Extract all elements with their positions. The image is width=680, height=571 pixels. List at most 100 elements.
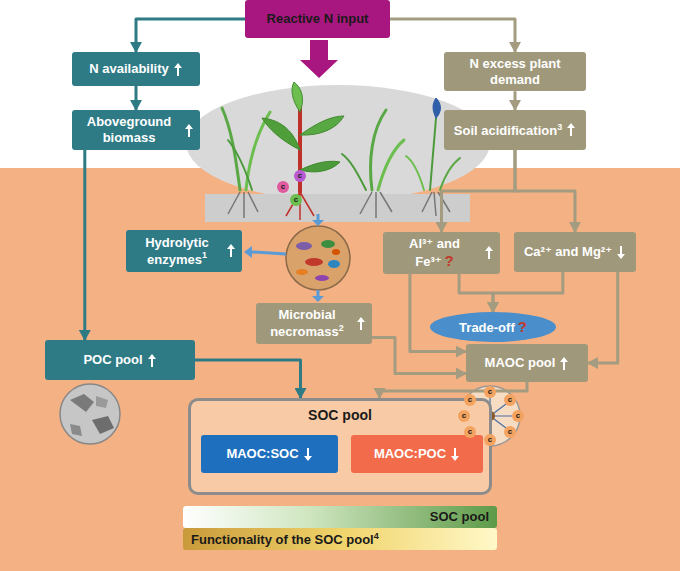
plant-figure-part bbox=[228, 140, 252, 190]
carbon-dot: c bbox=[504, 394, 516, 406]
increase-arrow bbox=[559, 356, 569, 371]
poc-picture-part bbox=[96, 396, 108, 408]
flow-connector bbox=[390, 19, 515, 52]
node-text: Hydrolytic enzymes bbox=[145, 235, 209, 267]
flow-connector bbox=[442, 150, 516, 232]
microbe-arrows-part bbox=[244, 246, 252, 258]
flow-connector bbox=[515, 150, 575, 232]
plant-figure-part bbox=[300, 116, 344, 135]
carbon-dot: c bbox=[484, 386, 496, 398]
decrease-arrow bbox=[616, 245, 626, 260]
microbe-cluster-part bbox=[332, 249, 340, 255]
increase-arrow bbox=[184, 123, 194, 138]
node-text: N excess plant demand bbox=[469, 56, 560, 87]
root-lines-part bbox=[228, 192, 258, 218]
carbon-dot: c bbox=[294, 170, 306, 182]
microbe-cluster-part bbox=[328, 260, 340, 268]
process-box: Al³⁺ and Fe³⁺? bbox=[383, 232, 500, 274]
question-mark: ? bbox=[445, 252, 454, 269]
carbon-dot: c bbox=[464, 426, 476, 438]
footnote-number: 2 bbox=[339, 323, 344, 333]
decrease-arrow bbox=[303, 447, 313, 462]
root-lines bbox=[228, 192, 450, 220]
carbon-dot: c bbox=[484, 434, 496, 446]
plant-figure-part bbox=[440, 158, 460, 190]
gradient-band: Functionality of the SOC pool4 bbox=[183, 528, 497, 550]
carbon-dot: c bbox=[504, 426, 516, 438]
arrow-glyph bbox=[451, 448, 459, 461]
plant-figure-part bbox=[222, 108, 240, 190]
input-box: Reactive N input bbox=[245, 0, 390, 38]
microbe-cluster bbox=[286, 226, 350, 290]
microbe-arrows-part bbox=[252, 252, 286, 254]
poc-picture bbox=[60, 384, 120, 444]
arrow-glyph bbox=[567, 123, 575, 136]
microbe-cluster-part bbox=[321, 240, 335, 248]
node-text: MAOC:POC bbox=[374, 446, 446, 461]
increase-arrow bbox=[173, 62, 183, 77]
plant-figure-part bbox=[433, 98, 441, 118]
arrow-glyph bbox=[304, 448, 312, 461]
poc-picture-part bbox=[92, 416, 114, 434]
process-box: N availability bbox=[72, 52, 200, 86]
poc-picture-part bbox=[70, 394, 94, 412]
node-text: Ca²⁺ and Mg²⁺ bbox=[524, 244, 612, 259]
flow-connector bbox=[136, 19, 245, 52]
soc-box: SOC poolMAOC:SOCMAOC:POC bbox=[188, 398, 492, 495]
carbon-dot: c bbox=[512, 410, 524, 422]
node-text: SOC pool bbox=[430, 509, 489, 524]
carbon-dot: c bbox=[458, 410, 470, 422]
flow-connector bbox=[459, 274, 493, 312]
arrow-glyph bbox=[148, 354, 156, 367]
increase-arrow bbox=[356, 316, 366, 331]
pool-box: POC pool bbox=[45, 340, 195, 380]
flow-connector bbox=[588, 272, 618, 363]
arrow-glyph bbox=[485, 246, 493, 259]
pool-box: MAOC pool bbox=[466, 344, 588, 382]
root-lines-part bbox=[422, 192, 450, 216]
arrow-glyph bbox=[617, 246, 625, 259]
microbe-cluster-part bbox=[296, 242, 312, 250]
increase-arrow bbox=[484, 245, 494, 260]
question-mark: ? bbox=[518, 318, 527, 335]
plant-figure-part bbox=[406, 156, 424, 190]
increase-arrow bbox=[147, 353, 157, 368]
node-text: MAOC pool bbox=[485, 355, 556, 370]
increase-arrow bbox=[226, 243, 236, 258]
plant-figure bbox=[222, 82, 460, 192]
microbe-arrows-part bbox=[312, 296, 324, 302]
process-box: Soil acidification3 bbox=[444, 110, 586, 150]
flow-connector bbox=[195, 360, 301, 398]
carbon-dot: c bbox=[290, 194, 302, 206]
footnote-number: 3 bbox=[557, 122, 562, 132]
arrow-glyph bbox=[174, 63, 182, 76]
node-text: Microbial necromass bbox=[270, 307, 339, 339]
node-text: Trade-off bbox=[459, 320, 515, 335]
microbe-cluster-part bbox=[286, 226, 350, 290]
plant-figure-part bbox=[300, 161, 340, 172]
node-text: Reactive N input bbox=[267, 11, 369, 26]
poc-picture-part bbox=[60, 384, 120, 444]
process-box: Hydrolytic enzymes1 bbox=[126, 230, 242, 272]
microbe-arrows-part bbox=[312, 220, 324, 226]
node-text: Aboveground biomass bbox=[87, 114, 172, 145]
flow-connector bbox=[410, 274, 466, 352]
ratio-box: MAOC:POC bbox=[351, 435, 483, 473]
process-box: Ca²⁺ and Mg²⁺ bbox=[514, 232, 636, 272]
microbe-arrows bbox=[244, 214, 324, 302]
root-lines-part bbox=[360, 192, 392, 218]
node-text: Functionality of the SOC pool bbox=[191, 532, 374, 547]
tradeoff-ellipse: Trade-off? bbox=[430, 312, 556, 342]
microbe-arrows-part bbox=[317, 214, 320, 220]
microbe-cluster-part bbox=[305, 258, 323, 266]
increase-arrow bbox=[566, 122, 576, 137]
plant-figure-part bbox=[292, 82, 302, 112]
microbe-cluster-part bbox=[296, 269, 308, 275]
poc-picture-part bbox=[70, 424, 82, 436]
process-box: Microbial necromass2 bbox=[256, 303, 372, 344]
arrow-glyph bbox=[560, 357, 568, 370]
arrow-glyph bbox=[185, 124, 193, 137]
flow-connector bbox=[372, 337, 466, 373]
footnote-number: 1 bbox=[202, 250, 207, 260]
